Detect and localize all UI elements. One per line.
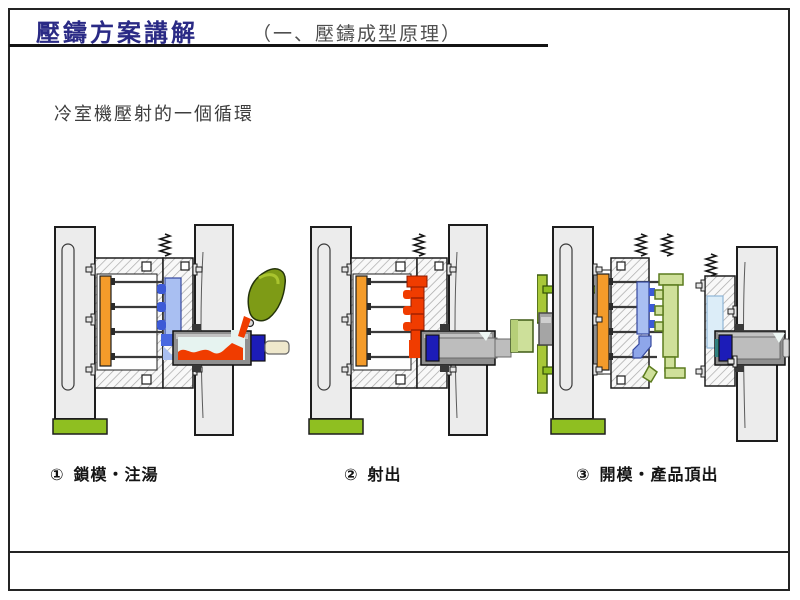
spring xyxy=(411,233,427,257)
plunger xyxy=(250,334,290,362)
stage2-label: 射出 xyxy=(367,467,402,484)
hydraulic-cylinder xyxy=(510,319,534,353)
molten-metal xyxy=(178,343,243,360)
machine-foot xyxy=(52,418,108,435)
caption-stage3: ③ 開模・產品頂出 xyxy=(576,461,719,485)
diagram-stage1-clamping-pouring xyxy=(45,218,295,455)
spring xyxy=(157,233,173,257)
caption-stage2: ② 射出 xyxy=(344,461,402,485)
guide-blocks xyxy=(141,261,190,385)
stage2-number: ② xyxy=(344,467,359,484)
diagram-stage3-open-eject xyxy=(537,218,790,455)
caption-stage1: ① 鎖模・注湯 xyxy=(50,461,159,485)
ejector-plate xyxy=(355,275,371,367)
pour-stream xyxy=(238,316,251,338)
tie-clamps xyxy=(592,263,738,378)
page-title: 壓鑄方案講解 xyxy=(36,20,198,47)
stage1-label: 鎖模・注湯 xyxy=(73,467,159,484)
page-subtitle: （一、壓鑄成型原理） xyxy=(252,24,463,45)
title-underline xyxy=(9,44,548,47)
springs xyxy=(633,233,719,277)
ejected-casting xyxy=(642,273,686,384)
left-platen xyxy=(552,226,594,420)
ejector-plate xyxy=(596,273,613,371)
stage3-label: 開模・產品頂出 xyxy=(599,467,719,484)
body-heading: 冷室機壓射的一個循環 xyxy=(54,104,254,124)
machine-foot xyxy=(550,418,606,435)
plunger xyxy=(715,334,733,362)
stage3-number: ③ xyxy=(576,467,591,484)
machine-foot xyxy=(308,418,364,435)
left-platen xyxy=(310,226,352,420)
ejector-plate xyxy=(99,275,115,367)
cavity-insert xyxy=(632,281,655,359)
stage1-number: ① xyxy=(50,467,65,484)
footer-divider xyxy=(9,551,789,553)
ejector-pins xyxy=(115,280,163,359)
right-platen xyxy=(448,224,488,436)
guide-blocks xyxy=(395,261,444,385)
left-platen xyxy=(54,226,96,420)
pouring-ladle xyxy=(245,268,286,328)
diagram-stage2-injection xyxy=(303,218,535,455)
